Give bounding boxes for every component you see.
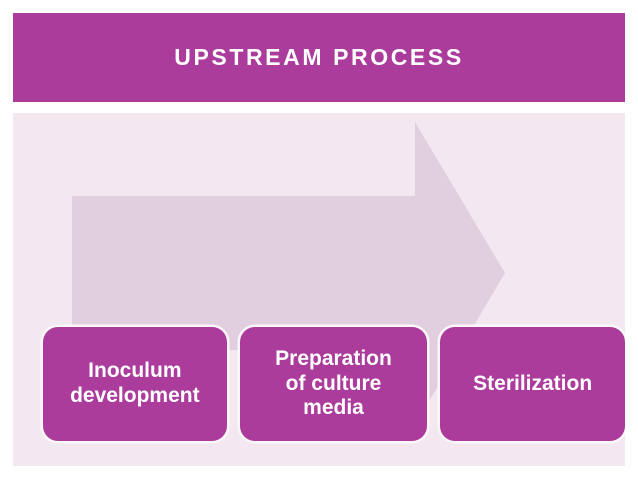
- content-panel: Inoculum development Preparation of cult…: [13, 113, 625, 466]
- process-step-inoculum-development[interactable]: Inoculum development: [43, 327, 227, 441]
- process-step-list: Inoculum development Preparation of cult…: [43, 327, 625, 441]
- process-step-label: Inoculum development: [70, 359, 200, 407]
- title-banner: UPSTREAM PROCESS: [13, 13, 625, 102]
- process-step-label: Preparation of culture media: [275, 346, 392, 420]
- page-title: UPSTREAM PROCESS: [174, 44, 464, 70]
- process-step-preparation-of-culture-media[interactable]: Preparation of culture media: [239, 327, 428, 441]
- process-step-sterilization[interactable]: Sterilization: [440, 327, 625, 441]
- process-step-label: Sterilization: [473, 371, 593, 395]
